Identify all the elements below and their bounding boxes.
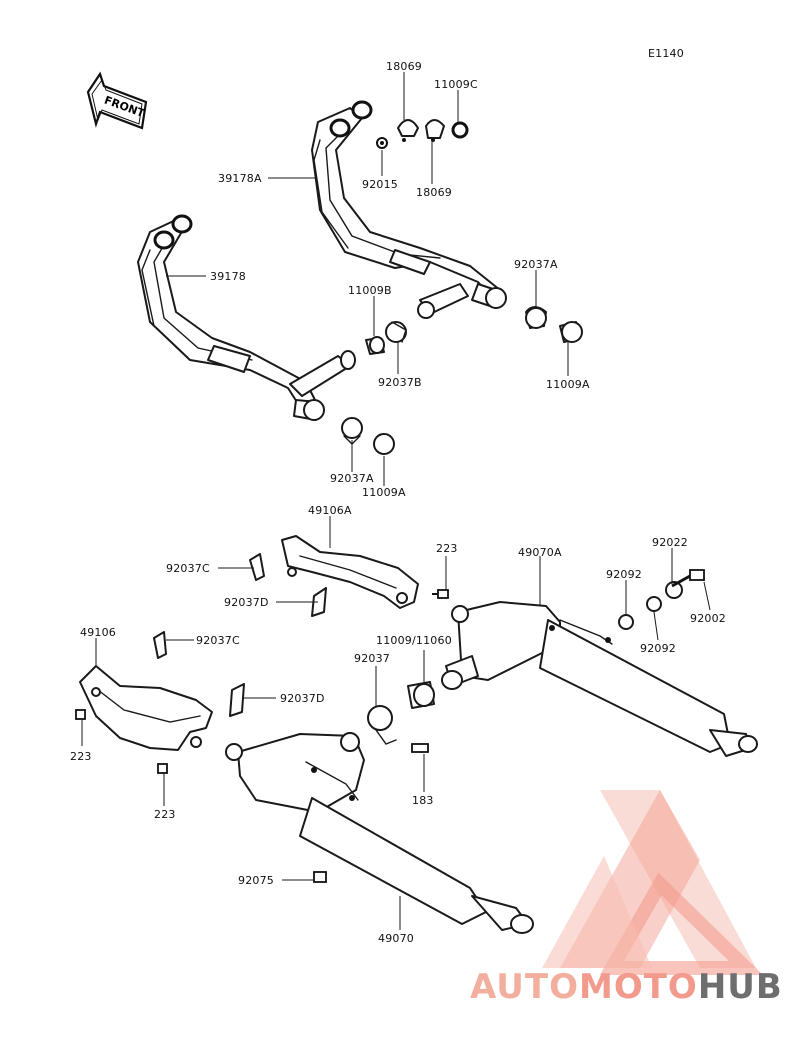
clamp-18069-bot (425, 119, 445, 142)
callout-11009A-right: 11009A (546, 378, 590, 391)
callout-49070A: 49070A (518, 546, 562, 559)
leader-lines (81, 72, 711, 930)
callout-223-left: 223 (70, 750, 92, 763)
muffler-49070 (225, 732, 534, 934)
callout-92002: 92002 (690, 612, 726, 625)
callout-223-top: 223 (436, 542, 458, 555)
collar-92022 (665, 581, 683, 599)
exhaust-pipe-39178A (311, 100, 507, 319)
clip-92037C-top (249, 553, 265, 581)
callout-92037D-mid: 92037D (280, 692, 325, 705)
clip-92037D-top (311, 587, 327, 617)
exhaust-pipe-39178 (137, 214, 356, 421)
callout-labels: 18069 11009C 39178A 92015 18069 39178 92… (70, 60, 726, 945)
callout-92037C-top: 92037C (166, 562, 210, 575)
watermark-logo: AUTOMOTOHUB (470, 790, 783, 1007)
callout-92092-bot: 92092 (640, 642, 676, 655)
heat-guard-49106 (79, 665, 213, 751)
callout-11009A-left: 11009A (362, 486, 406, 499)
nut-92092-top (618, 614, 634, 630)
callout-92037A-right: 92037A (514, 258, 558, 271)
callout-11009B: 11009B (348, 284, 392, 297)
callout-92022: 92022 (652, 536, 688, 549)
callout-92015: 92015 (362, 178, 398, 191)
bolt-223-bot (157, 763, 168, 774)
nut-92092-bot (646, 596, 662, 612)
bolt-183 (411, 743, 429, 753)
callout-49070: 49070 (378, 932, 414, 945)
callout-92037D-top: 92037D (224, 596, 269, 609)
diagram-code: E1140 (648, 47, 684, 60)
bolt-223-left (75, 709, 86, 720)
clamp-18069-top (397, 119, 419, 142)
callout-18069-top: 18069 (386, 60, 422, 73)
callout-49106: 49106 (80, 626, 116, 639)
bolt-223-top (432, 589, 449, 599)
callout-92037A-left: 92037A (330, 472, 374, 485)
watermark-text: AUTOMOTOHUB (470, 967, 783, 1007)
muffler-49070A (441, 601, 758, 757)
clamp-92037 (367, 705, 397, 745)
callout-39178: 39178 (210, 270, 246, 283)
callout-92037B: 92037B (378, 376, 422, 389)
callout-18069-bot: 18069 (416, 186, 452, 199)
nut-92015 (376, 137, 388, 149)
clamp-92037A-right (525, 306, 547, 329)
drain-plug-92075 (313, 871, 327, 883)
gasket-11009-11060 (407, 681, 435, 709)
callout-39178A: 39178A (218, 172, 262, 185)
clip-92037C-mid (153, 631, 167, 659)
callout-183: 183 (412, 794, 434, 807)
callout-92037: 92037 (354, 652, 390, 665)
callout-11009-11060: 11009/11060 (376, 634, 452, 647)
gasket-11009B (365, 336, 385, 355)
callout-92092-top: 92092 (606, 568, 642, 581)
heat-guard-49106A (281, 535, 419, 609)
gasket-11009A-left (373, 433, 395, 455)
callout-11009C: 11009C (434, 78, 478, 91)
callout-92075: 92075 (238, 874, 274, 887)
clamp-92037A-left (341, 417, 363, 445)
callout-49106A: 49106A (308, 504, 352, 517)
callout-92037C-mid: 92037C (196, 634, 240, 647)
callout-223-bot: 223 (154, 808, 176, 821)
front-arrow-icon: FRONT (86, 71, 148, 130)
clamp-92037B (385, 321, 407, 343)
clip-92037D-mid (229, 683, 245, 717)
gasket-11009C (451, 121, 469, 139)
bolt-92002 (671, 569, 705, 588)
gasket-11009A-right (559, 321, 583, 343)
